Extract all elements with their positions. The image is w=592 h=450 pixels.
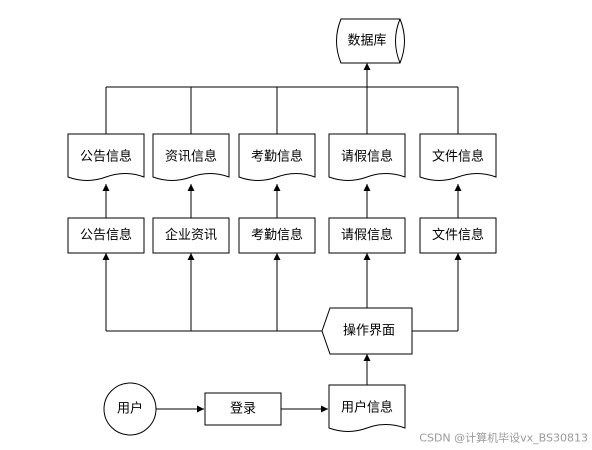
login-node: 登录 xyxy=(204,392,282,426)
process-label-5: 文件信息 xyxy=(432,227,484,243)
user-label: 用户 xyxy=(117,401,143,417)
document-node-1: 公告信息 xyxy=(67,133,145,181)
process-label-4: 请假信息 xyxy=(341,227,393,243)
edges xyxy=(102,63,462,413)
watermark-text: CSDN @计算机毕设vx_BS30813 xyxy=(419,431,588,445)
document-label-4: 请假信息 xyxy=(341,149,393,165)
user-info-node: 用户信息 xyxy=(328,384,406,432)
document-node-3: 考勤信息 xyxy=(238,133,316,181)
user-info-label: 用户信息 xyxy=(341,400,393,416)
database-node: 数据库 xyxy=(336,18,405,64)
document-label-5: 文件信息 xyxy=(432,149,484,165)
document-node-2: 资讯信息 xyxy=(152,133,230,181)
user-node: 用户 xyxy=(103,382,157,436)
interface-node: 操作界面 xyxy=(321,307,413,355)
login-label: 登录 xyxy=(230,402,256,417)
database-label: 数据库 xyxy=(347,33,386,49)
process-node-2: 企业资讯 xyxy=(152,217,230,254)
process-label-2: 企业资讯 xyxy=(165,227,217,243)
process-label-1: 公告信息 xyxy=(80,227,132,243)
process-label-3: 考勤信息 xyxy=(251,227,303,243)
process-node-4: 请假信息 xyxy=(328,217,406,254)
document-node-5: 文件信息 xyxy=(419,133,497,181)
document-label-3: 考勤信息 xyxy=(251,149,303,165)
document-node-4: 请假信息 xyxy=(328,133,406,181)
document-label-1: 公告信息 xyxy=(80,149,132,165)
interface-label: 操作界面 xyxy=(343,323,395,339)
process-node-3: 考勤信息 xyxy=(238,217,316,254)
process-node-1: 公告信息 xyxy=(67,217,145,254)
process-node-5: 文件信息 xyxy=(419,217,497,254)
document-label-2: 资讯信息 xyxy=(165,149,217,165)
